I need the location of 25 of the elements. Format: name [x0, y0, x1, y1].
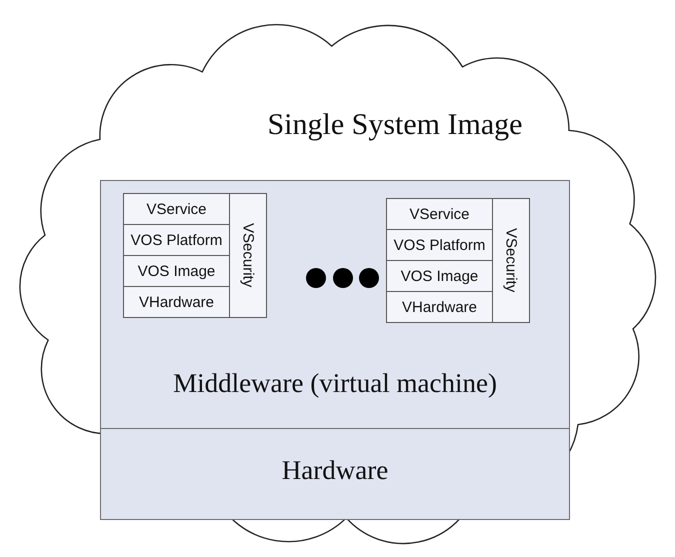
layer-cell	[386, 260, 493, 292]
cell-label: VOS Image	[138, 262, 216, 280]
cell-label: VService	[146, 200, 207, 218]
layer-cell	[123, 255, 230, 287]
cell-label: VHardware	[402, 298, 478, 316]
layer-cell	[229, 193, 267, 318]
layer-cell	[492, 198, 530, 323]
cell-label: VService	[409, 206, 470, 222]
layer-panel	[100, 428, 570, 520]
layer-cell	[386, 291, 493, 323]
layer-cell	[123, 193, 230, 225]
title-text: Single System Image	[266, 108, 524, 142]
cell-label: VHardware	[138, 294, 214, 310]
layer-cell	[123, 286, 230, 318]
cell-label: VOS Platform	[130, 232, 222, 248]
cell-label: VOS Platform	[394, 236, 486, 254]
cell-label: VSecurity	[502, 228, 520, 293]
cell-label: VSecurity	[240, 223, 256, 288]
layer-cell	[386, 229, 493, 261]
layer-cell	[123, 224, 230, 256]
layer-label: Middleware (virtual machine)	[172, 368, 498, 399]
layer-panel	[100, 180, 570, 429]
layer-cell	[386, 198, 493, 230]
layer-label: Hardware	[280, 455, 390, 486]
cell-label: VOS Image	[400, 268, 478, 284]
